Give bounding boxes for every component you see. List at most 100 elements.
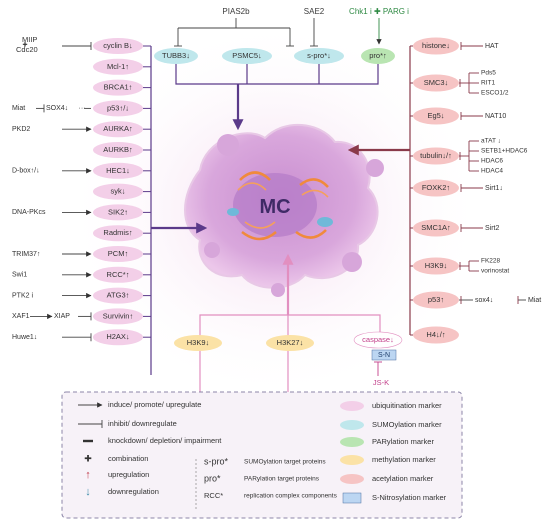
- left-source-label: MIIP: [22, 35, 37, 44]
- left-node: [93, 142, 143, 158]
- left-node-label: ATG3↑: [107, 291, 130, 300]
- legend-arrow-row: ✚ combination: [84, 453, 148, 463]
- left-node: [93, 79, 143, 96]
- left-node: [93, 162, 143, 179]
- right-reg-label: HDAC4: [481, 168, 503, 175]
- legend-marker-swatch: [340, 437, 364, 447]
- legend-arrow-text: induce/ promote/ upregulate: [108, 400, 201, 409]
- left-node-label: BRCA1↑: [104, 83, 133, 92]
- right-reg-label: aTAT ↓: [481, 138, 501, 145]
- right-node-label: H3K9↓: [425, 261, 448, 270]
- top-node: [154, 48, 198, 64]
- right-reg-label: vorinostat: [481, 268, 509, 275]
- legend-arrow-text: upregulation: [108, 470, 149, 479]
- top-node-label: pro*↑: [369, 51, 387, 60]
- s-n-marker: [371, 349, 397, 361]
- left-source-label: D-box↑/↓: [12, 168, 40, 175]
- top-node-label: PSMC5↓: [232, 51, 262, 60]
- right-node: [413, 219, 459, 237]
- legend-star-key: RCC*: [204, 491, 223, 500]
- legend-marker-text: S-Nitrosylation marker: [372, 493, 447, 502]
- right-reg-label: HDAC6: [481, 158, 503, 165]
- legend-marker-text: PARylation marker: [372, 437, 434, 446]
- sae2-label: SAE2: [304, 7, 325, 16]
- right-node-label: p53↑: [428, 295, 444, 304]
- right-node-label: Eg5↓: [427, 111, 444, 120]
- right-reg-label: Miat: [528, 297, 541, 304]
- left-source-label: Miat: [12, 105, 25, 112]
- right-reg-label: Sirt2: [485, 225, 500, 232]
- bottom-node-label: caspase↓: [362, 335, 394, 344]
- left-node-label: p53↑/↓: [107, 103, 129, 112]
- right-reg-label: RIT1: [481, 80, 495, 87]
- left-source-label: TRIM37↑: [12, 251, 40, 258]
- legend-arrow-row: induce/ promote/ upregulate: [78, 400, 201, 409]
- pias2b-connector: [177, 18, 291, 46]
- legend-star-key: pro*: [204, 473, 221, 483]
- left-node: [93, 100, 143, 117]
- legend-minus-icon: [83, 439, 93, 443]
- jsk-label: JS-K: [373, 378, 389, 387]
- legend-star-text: PARylation target proteins: [244, 476, 320, 483]
- sox4-label: SOX4↓: [46, 105, 68, 112]
- legend-arrow-row: ↑upregulation: [85, 469, 149, 481]
- legend-arrow-row: ↓downregulation: [85, 486, 159, 498]
- right-reg-label: FK228: [481, 258, 501, 265]
- right-node-label: FOXK2↑: [422, 183, 450, 192]
- left-node-label: cyclin B↓: [103, 41, 133, 50]
- right-reg-label: sox4↓: [475, 297, 493, 304]
- left-node: [93, 225, 143, 242]
- left-node-label: H2AX↓: [106, 332, 129, 341]
- left-source-label: XAF1: [12, 313, 30, 320]
- left-source-label: PTK2 i: [12, 292, 33, 299]
- left-node-label: HEC1↓: [106, 166, 130, 175]
- left-node: [93, 121, 143, 138]
- left-node-label: SIK2↑: [108, 207, 128, 216]
- right-node-label: SMC3↓: [424, 78, 449, 87]
- right-node-label: H4↓/↑: [426, 330, 445, 339]
- right-reg-label: SETB1+HDAC6: [481, 148, 528, 155]
- legend-marker-text: methylation marker: [372, 455, 436, 464]
- right-node: [413, 291, 459, 309]
- right-node: [413, 37, 459, 55]
- left-node: [93, 204, 143, 221]
- legend-arrow-text: combination: [108, 454, 148, 463]
- bottom-node-label: H3K27↓: [277, 338, 304, 347]
- left-node-label: AURKB↑: [103, 145, 133, 154]
- bottom-node: [174, 335, 222, 351]
- left-node-label: Survivin↑: [103, 311, 133, 320]
- left-source-label: DNA-PKcs: [12, 209, 46, 216]
- sox4-dots: ···: [79, 105, 86, 112]
- right-reg-label: ESCO1/2: [481, 90, 509, 97]
- chk1-parg-label: Chk1 i ✚ PARG i: [349, 7, 409, 16]
- legend-marker-swatch: [342, 492, 362, 504]
- xiap-label: XIAP: [54, 313, 70, 320]
- s-n-label: S-N: [378, 352, 390, 359]
- left-node: [93, 329, 143, 346]
- right-reg-label: Sirt1↓: [485, 185, 503, 192]
- left-node: [93, 308, 143, 325]
- right-reg-label: Pds5: [481, 70, 496, 77]
- right-node: [413, 326, 459, 344]
- left-node-label: RCC*↑: [107, 270, 130, 279]
- legend-plus-icon: ✚: [84, 453, 92, 463]
- legend-star-text: replication complex components: [244, 493, 338, 500]
- center-label: MC: [259, 196, 290, 218]
- plus-icon: ✚: [22, 42, 27, 49]
- legend-arrow-text: downregulation: [108, 487, 159, 496]
- right-node: [413, 107, 459, 125]
- legend-marker-text: ubiquitination marker: [372, 401, 442, 410]
- left-node: [93, 58, 143, 75]
- legend-marker-text: acetylation marker: [372, 474, 434, 483]
- left-node-label: Mcl-1↑: [107, 62, 129, 71]
- legend-arrow-text: knockdown/ depletion/ impairment: [108, 436, 222, 445]
- left-node: [93, 287, 143, 304]
- legend-marker-swatch: [340, 401, 364, 411]
- legend-star-text: SUMOylation target proteins: [244, 459, 326, 466]
- right-node-label: histone↓: [422, 41, 450, 50]
- left-node: [93, 266, 143, 283]
- left-node: [93, 183, 143, 200]
- legend-arrow-row: inhibit/ downregulate: [78, 419, 177, 428]
- left-source-label: Huwe1↓: [12, 334, 37, 341]
